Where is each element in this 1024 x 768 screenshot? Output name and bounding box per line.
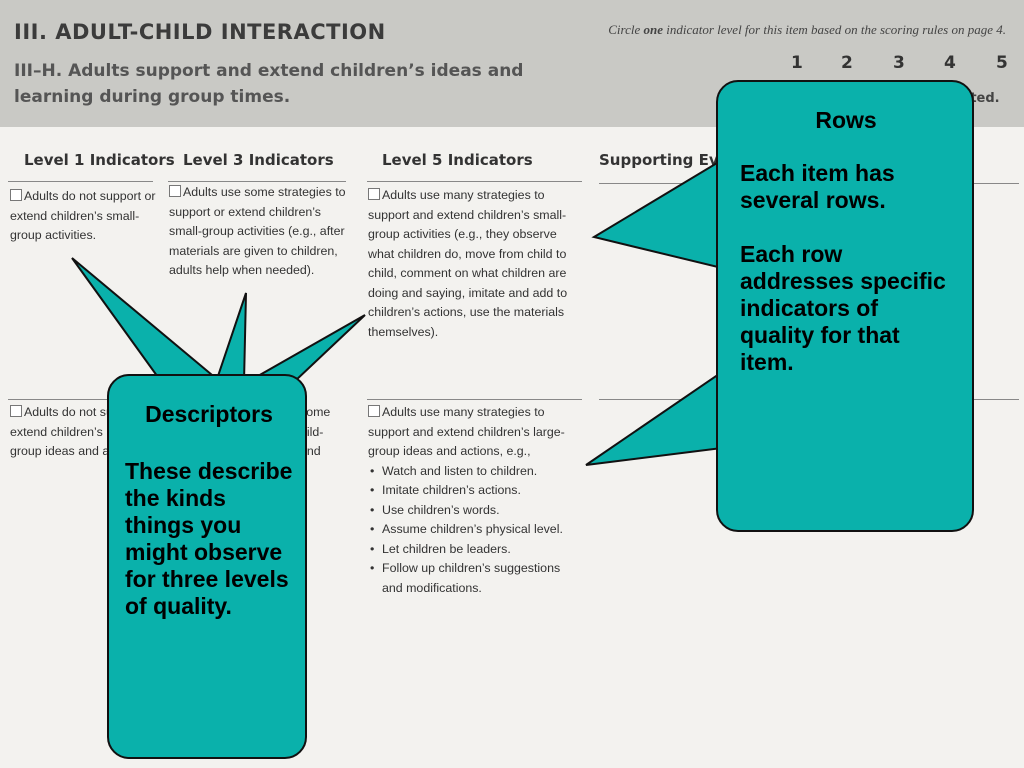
strategy-list: Watch and listen to children. Imitate ch… (368, 462, 578, 599)
row1-level1-text: Adults do not support or extend children… (10, 189, 156, 242)
checkbox[interactable] (368, 405, 380, 417)
scale-3[interactable]: 3 (893, 53, 905, 73)
checkbox[interactable] (368, 188, 380, 200)
pointer-to-level5 (255, 314, 366, 384)
list-item: Let children be leaders. (370, 540, 578, 560)
scale-4[interactable]: 4 (944, 53, 956, 73)
scale-1[interactable]: 1 (791, 53, 803, 73)
scale-5[interactable]: 5 (996, 53, 1008, 73)
rows-callout: Rows Each item has several rows. Each ro… (716, 80, 974, 532)
pointer-to-row2 (585, 370, 723, 466)
rows-callout-text: Each item has several rows. (740, 160, 895, 213)
row1-level3-text: Adults use some strategies to support or… (169, 185, 346, 277)
column-rule (168, 181, 346, 182)
checkbox[interactable] (169, 185, 181, 197)
row2-level5-text: Adults use many strategies to support an… (368, 403, 578, 598)
list-item: Follow up children’s suggestions and mod… (370, 559, 578, 598)
descriptors-callout: Descriptors These describe the kinds thi… (107, 374, 307, 759)
section-title: III. ADULT-CHILD INTERACTION (14, 20, 386, 44)
column-rule (367, 181, 582, 182)
item-title: III–H. Adults support and extend childre… (14, 61, 524, 107)
scoring-instruction: Circle one indicator level for this item… (608, 22, 1006, 37)
pointer-to-level3 (214, 292, 247, 383)
row-divider (8, 399, 153, 400)
rows-callout-text: Each row addresses specific indicators o… (740, 241, 946, 375)
checkbox[interactable] (10, 405, 22, 417)
checkbox[interactable] (10, 189, 22, 201)
descriptors-callout-text: These describe the kinds things you migh… (125, 458, 293, 619)
scale-2[interactable]: 2 (841, 53, 853, 73)
descriptors-callout-title: Descriptors (145, 401, 273, 427)
column-level-5: Level 5 Indicators (382, 151, 533, 169)
pointer-to-row1 (591, 158, 723, 270)
row-divider (367, 399, 582, 400)
rows-callout-title: Rows (815, 107, 877, 133)
list-item: Assume children’s physical level. (370, 520, 578, 540)
list-item: Imitate children’s actions. (370, 481, 578, 501)
list-item: Use children’s words. (370, 501, 578, 521)
list-item: Watch and listen to children. (370, 462, 578, 482)
column-supporting-evidence: Supporting Evi (599, 151, 724, 169)
column-level-3: Level 3 Indicators (183, 151, 334, 169)
row1-level5-text: Adults use many strategies to support an… (368, 188, 568, 339)
pointer-to-level1 (71, 257, 221, 381)
column-level-1: Level 1 Indicators (24, 151, 175, 169)
column-rule (8, 181, 153, 182)
